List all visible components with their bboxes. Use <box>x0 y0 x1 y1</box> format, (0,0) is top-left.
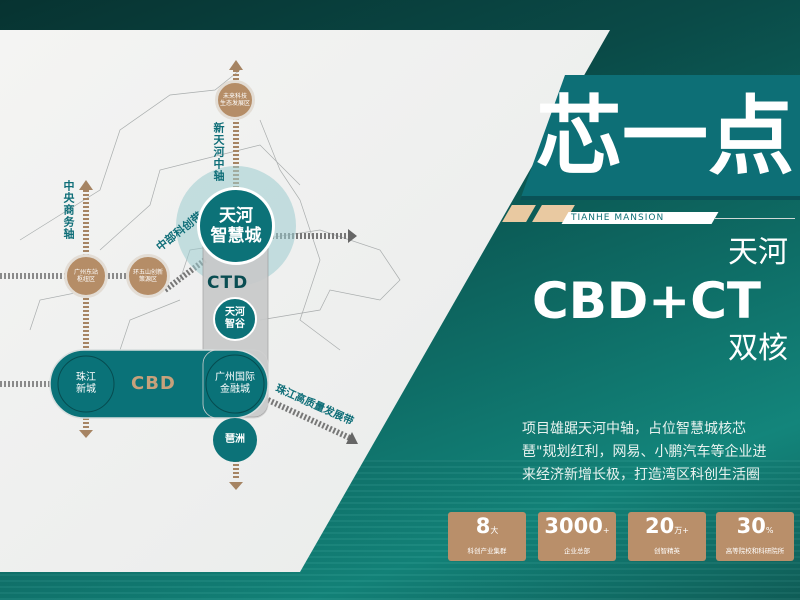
stat-value: 20 <box>645 514 675 538</box>
stat-card: 3000+ 企业总部 <box>538 512 616 561</box>
stat-unit: % <box>765 526 774 535</box>
stat-unit: 大 <box>490 526 499 535</box>
stat-value: 8 <box>475 514 491 538</box>
headline-line2: CBD+CT <box>532 272 762 330</box>
stat-label: 高等院校和科研院所 <box>725 547 785 555</box>
stat-card: 8大科创产业集群 <box>448 512 526 561</box>
stat-value: 30 <box>736 514 766 538</box>
node-east-station: 广州东站 枢纽区 <box>64 254 108 298</box>
headline-line3: 双核 <box>728 331 788 366</box>
stat-label: 企业总部 <box>564 547 590 555</box>
node-future-tech: 未来科技 生态发展区 <box>215 80 255 120</box>
node-valley: 天河 智谷 <box>213 297 257 341</box>
paragraph-line: 琶"规划红利，网易、小鹏汽车等企业进 <box>522 444 767 460</box>
description-paragraph: 项目雄踞天河中轴，占位智慧城核芯 琶"规划红利，网易、小鹏汽车等企业进 来经济新… <box>522 418 792 487</box>
arrow-north-icon <box>229 60 243 70</box>
map-panel <box>0 30 610 572</box>
stat-unit: 万+ <box>674 526 689 535</box>
arrow-south-icon <box>229 482 243 490</box>
node-wushan: 环五山创新 策源区 <box>126 254 170 298</box>
axis-label-central-business: 中央商务轴 <box>62 180 75 240</box>
headline-line1: 天河 <box>728 235 788 270</box>
headline-title: 芯一点 <box>536 87 794 187</box>
stat-label: 创智精英 <box>654 547 680 555</box>
arrow-north-icon <box>79 180 93 190</box>
stat-card: 20万+ 创智精英 <box>628 512 706 561</box>
stat-value: 3000 <box>544 514 603 538</box>
paragraph-line: 项目雄踞天河中轴，占位智慧城核芯 <box>522 421 746 437</box>
node-ifc: 广州国际 金融城 <box>215 372 255 395</box>
brand-tag: TIANHE MANSION <box>561 212 719 224</box>
title-banner <box>520 75 800 200</box>
node-pazhou: 琶洲 <box>213 418 257 462</box>
paragraph-line: 来经济新增长极，打造湾区科创生活圈 <box>522 467 760 483</box>
cbd-label: CBD <box>131 373 176 394</box>
stat-unit: + <box>602 526 610 535</box>
axis-label-new-tianhe: 新天河中轴 <box>212 122 225 182</box>
district-boundaries <box>19 69 401 351</box>
ctd-label: CTD <box>207 273 249 293</box>
divider <box>715 218 795 219</box>
node-zhujiang: 珠江 新城 <box>76 372 96 395</box>
stat-card: 30% 高等院校和科研院所 <box>716 512 794 561</box>
arrow-east-icon <box>348 229 357 243</box>
arrow-east-icon <box>346 432 358 444</box>
brand-name: TIANHE MANSION <box>571 213 665 223</box>
node-smart-city: 天河 智慧城 <box>197 187 275 265</box>
arrow-south-icon <box>79 430 93 438</box>
stat-label: 科创产业集群 <box>467 547 507 555</box>
